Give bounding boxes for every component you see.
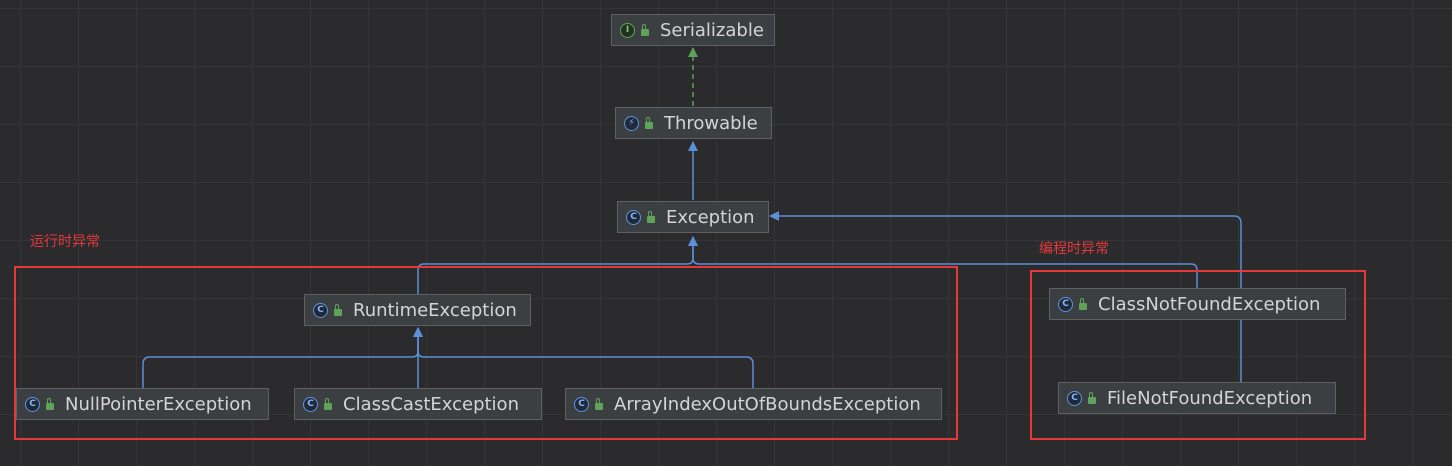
node-label: ArrayIndexOutOfBoundsException (614, 393, 921, 415)
public-lock-icon (641, 23, 649, 36)
node-label: FileNotFoundException (1107, 387, 1313, 409)
class-icon: C (1058, 296, 1073, 312)
node-label: ClassNotFoundException (1098, 293, 1321, 315)
node-throwable[interactable]: ⚡ Throwable (615, 107, 772, 139)
class-icon: C (626, 209, 641, 225)
node-label: NullPointerException (65, 393, 252, 415)
node-serializable[interactable]: I Serializable (611, 14, 775, 46)
node-exception[interactable]: C Exception (617, 201, 769, 233)
node-label: Serializable (660, 19, 764, 41)
edge-filenotfound-extends-exception (769, 211, 1242, 382)
public-lock-icon (1079, 297, 1087, 310)
runtime-exceptions-label: 运行时异常 (30, 234, 100, 250)
public-lock-icon (647, 210, 655, 223)
class-icon: C (574, 396, 589, 412)
node-class-cast-exception[interactable]: C ClassCastException (294, 388, 542, 420)
interface-icon: I (620, 22, 635, 38)
class-icon: C (1067, 390, 1082, 406)
public-lock-icon (595, 397, 603, 410)
node-label: Exception (666, 206, 755, 228)
node-file-not-found-exception[interactable]: C FileNotFoundException (1058, 382, 1336, 414)
node-null-pointer-exception[interactable]: C NullPointerException (16, 388, 269, 420)
node-class-not-found-exception[interactable]: C ClassNotFoundException (1049, 288, 1346, 320)
edge-classnotfound-extends-exception (688, 236, 1198, 288)
public-lock-icon (324, 397, 332, 410)
node-label: Throwable (664, 112, 758, 134)
checked-exceptions-highlight-box (1030, 270, 1366, 440)
checked-exceptions-label: 编程时异常 (1039, 241, 1109, 257)
node-label: RuntimeException (353, 299, 517, 321)
node-array-index-out-of-bounds-exception[interactable]: C ArrayIndexOutOfBoundsException (565, 388, 942, 420)
edge-arrayindex-extends-runtimeexception (413, 327, 754, 388)
class-icon: C (303, 396, 318, 412)
runtime-exceptions-highlight-box (14, 266, 958, 440)
public-lock-icon (46, 397, 54, 410)
abstract-class-icon: ⚡ (624, 115, 639, 131)
public-lock-icon (645, 116, 653, 129)
node-runtime-exception[interactable]: C RuntimeException (304, 294, 531, 326)
public-lock-icon (1088, 391, 1096, 404)
class-icon: C (25, 396, 40, 412)
public-lock-icon (334, 303, 342, 316)
node-label: ClassCastException (343, 393, 519, 415)
class-icon: C (313, 302, 328, 318)
